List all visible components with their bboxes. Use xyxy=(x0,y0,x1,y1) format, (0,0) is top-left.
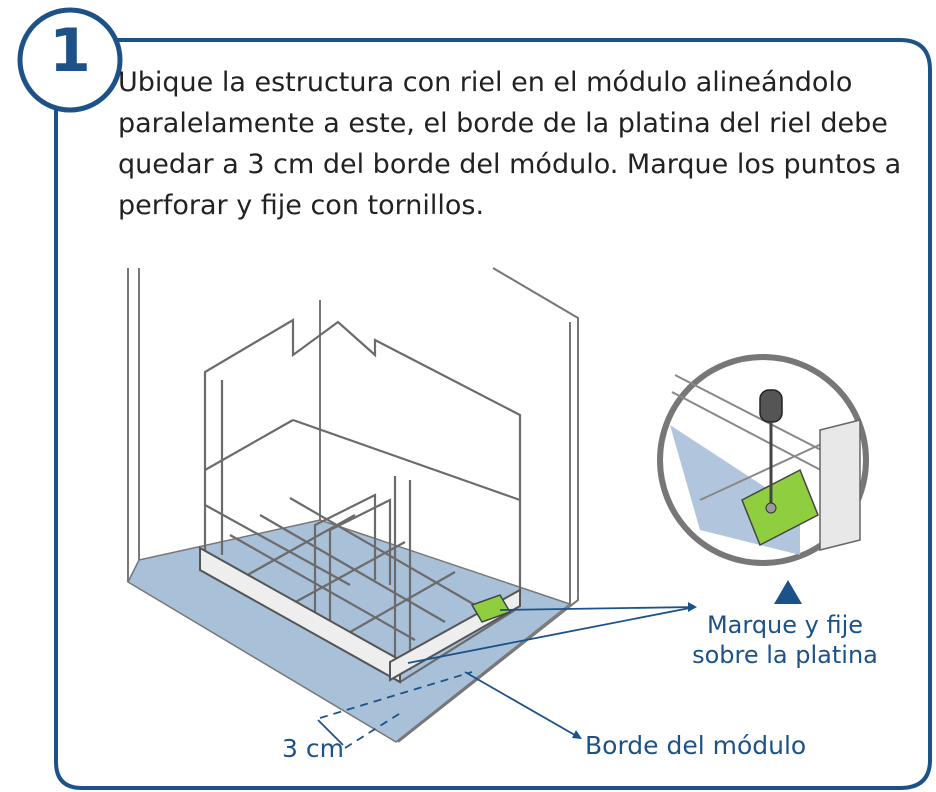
mark-fix-line-2: sobre la platina xyxy=(692,641,878,669)
callout-lines xyxy=(317,606,696,749)
step-number: 1 xyxy=(49,16,91,86)
up-arrow-icon xyxy=(774,580,802,604)
screwdriver-icon xyxy=(759,389,783,423)
zoom-detail xyxy=(657,354,869,566)
module-edge-callout: Borde del módulo xyxy=(585,731,807,760)
mounting-plate xyxy=(470,594,512,623)
step-circle xyxy=(17,7,123,113)
distance-label: 3 cm xyxy=(282,734,344,763)
mark-fix-callout: Marque y fije sobre la platina xyxy=(690,610,880,670)
callout-arrow xyxy=(688,602,697,612)
cabinet-module xyxy=(127,267,579,743)
mark-fix-line-1: Marque y fije xyxy=(706,611,864,639)
instruction-text: Ubique la estructura con riel en el módu… xyxy=(118,67,902,221)
panel-frame xyxy=(54,38,932,790)
callout-arrow xyxy=(572,730,582,739)
mounting-plate-detail xyxy=(741,468,819,547)
